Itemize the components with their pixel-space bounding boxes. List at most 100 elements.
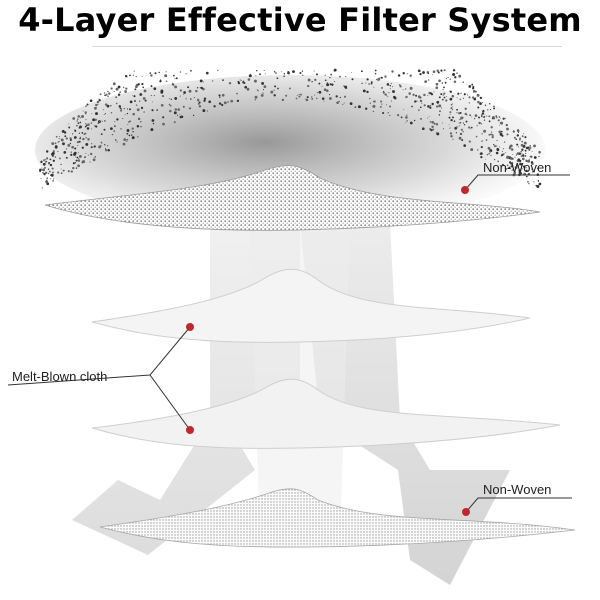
dust-particle <box>223 101 227 105</box>
dust-particle <box>101 142 103 144</box>
dust-particle <box>463 144 467 147</box>
label-non-woven-bottom: Non-Woven <box>483 482 551 497</box>
dust-particle <box>81 146 84 149</box>
dust-particle <box>104 148 107 150</box>
dust-particle <box>104 94 106 97</box>
dust-particle <box>481 115 483 118</box>
dust-particle <box>502 117 505 120</box>
dust-particle <box>421 102 423 104</box>
dust-particle <box>449 78 451 80</box>
dust-particle <box>396 113 400 117</box>
dust-particle <box>140 106 144 110</box>
dust-particle <box>428 115 430 117</box>
dust-particle <box>402 72 405 75</box>
dust-particle <box>345 75 347 77</box>
dust-particle <box>139 100 141 102</box>
layer-non-woven-bottom <box>99 488 576 548</box>
layer-non-woven-top <box>44 165 541 231</box>
dust-particle <box>42 171 44 174</box>
dust-particle <box>499 118 501 119</box>
marker-melt-blown-1 <box>186 323 194 331</box>
dust-particle <box>462 122 465 124</box>
dust-particle <box>519 139 521 141</box>
dust-particle <box>391 100 393 102</box>
dust-particle <box>64 135 67 138</box>
dust-particle <box>255 75 257 77</box>
dust-particle <box>115 139 117 141</box>
dust-particle <box>141 82 144 86</box>
dust-particle <box>413 119 416 122</box>
marker-non-woven-top <box>461 186 469 194</box>
dust-particle <box>372 104 376 108</box>
dust-particle <box>281 98 285 102</box>
dust-particle <box>150 74 153 77</box>
dust-particle <box>263 70 265 71</box>
dust-particle <box>254 95 258 99</box>
dust-particle <box>90 122 93 124</box>
dust-particle <box>144 99 147 102</box>
dust-particle <box>276 77 279 80</box>
dust-particle <box>113 90 115 93</box>
dust-particle <box>180 115 184 119</box>
dust-particle <box>496 139 498 141</box>
dust-particle <box>52 180 54 182</box>
dust-particle <box>326 89 329 92</box>
dust-particle <box>78 158 80 159</box>
dust-particle <box>51 142 55 145</box>
dust-particle <box>323 100 325 102</box>
dust-particle <box>159 80 162 83</box>
dust-particle <box>330 73 333 76</box>
dust-particle <box>126 132 129 135</box>
dust-particle <box>454 76 457 79</box>
dust-particle <box>89 161 91 163</box>
dust-particle <box>117 85 121 89</box>
dust-particle <box>195 89 198 93</box>
dust-particle <box>435 123 439 126</box>
dust-particle <box>329 76 331 79</box>
dust-particle <box>72 117 76 120</box>
dust-particle <box>433 122 436 125</box>
dust-particle <box>92 118 96 122</box>
leader-non-woven-bottom <box>465 497 572 513</box>
dust-particle <box>192 114 195 117</box>
dust-particle <box>314 78 317 82</box>
dust-particle <box>142 86 145 89</box>
dust-particle <box>518 163 521 165</box>
dust-particle <box>437 71 440 74</box>
dust-particle <box>499 164 501 166</box>
dust-particle <box>288 87 291 90</box>
dust-particle <box>240 79 242 81</box>
dust-particle <box>343 85 345 87</box>
dust-particle <box>373 86 375 88</box>
dust-particle <box>169 104 172 107</box>
dust-particle <box>418 109 420 111</box>
dust-particle <box>501 150 503 152</box>
dust-particle <box>512 130 515 133</box>
dust-particle <box>531 170 534 173</box>
dust-particle <box>62 142 65 146</box>
dust-particle <box>369 97 371 100</box>
dust-particle <box>182 105 185 108</box>
dust-particle <box>221 103 224 107</box>
dust-particle <box>537 180 539 182</box>
dust-particle <box>497 119 500 122</box>
dust-particle <box>160 103 164 107</box>
dust-particle <box>410 121 413 124</box>
dust-particle <box>85 142 89 146</box>
dust-particle <box>45 157 49 160</box>
dust-particle <box>129 108 131 111</box>
dust-particle <box>380 100 383 103</box>
dust-particle <box>87 123 90 126</box>
dust-particle <box>149 72 152 74</box>
dust-particle <box>343 95 347 98</box>
dust-particle <box>518 146 519 148</box>
dust-particle <box>451 106 453 108</box>
dust-particle <box>68 123 70 125</box>
title-divider <box>92 46 562 47</box>
dust-particle <box>435 82 439 86</box>
dust-particle <box>468 85 472 88</box>
dust-particle <box>103 92 106 94</box>
dust-particle <box>47 168 50 170</box>
dust-particle <box>58 141 60 143</box>
dust-particle <box>228 82 232 85</box>
